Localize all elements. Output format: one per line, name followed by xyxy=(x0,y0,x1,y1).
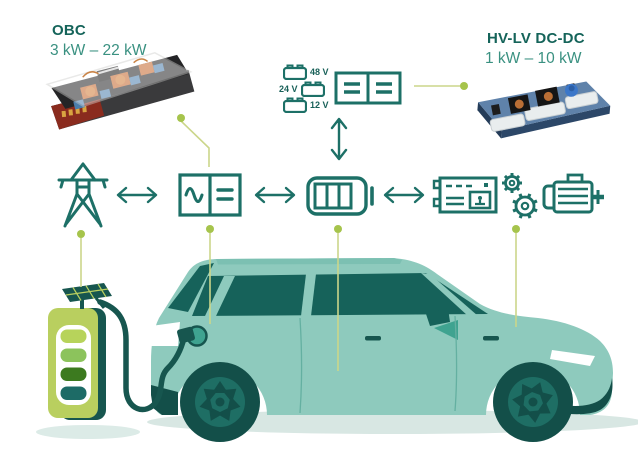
dcdc-title: HV-LV DC-DC xyxy=(487,30,585,47)
panel-arm xyxy=(94,297,106,309)
window-band xyxy=(192,273,488,316)
aux-battery-row-24v: 24 V xyxy=(279,81,325,97)
obc-dot xyxy=(177,114,185,122)
door-seam xyxy=(454,315,458,412)
obc-module-photo xyxy=(37,41,204,140)
small-battery-icon xyxy=(283,97,307,113)
lv-dc-dc-icon xyxy=(334,71,402,105)
b-pillar xyxy=(301,274,316,316)
aux-battery-row-12v: 12 V xyxy=(283,97,329,113)
charging-plug xyxy=(177,326,195,344)
grid-dot xyxy=(77,230,85,238)
mirror-base xyxy=(434,320,458,340)
voltage-label-12v: 12 V xyxy=(310,100,329,110)
station-screen xyxy=(56,325,91,405)
charging-cable xyxy=(97,299,187,413)
battery-dot xyxy=(334,225,342,233)
aux-battery-row-48v: 48 V xyxy=(283,64,329,80)
hv-battery-icon xyxy=(306,176,374,216)
station-shadow xyxy=(36,425,140,439)
charge-bar-3 xyxy=(60,367,87,381)
door-seam xyxy=(299,317,303,414)
gears-icon xyxy=(502,173,538,219)
dcdc-range: 1 kW – 10 kW xyxy=(485,50,582,67)
ac-dc-converter-icon xyxy=(178,173,242,217)
acdc-dot xyxy=(206,225,214,233)
bidirectional-arrow-icon xyxy=(383,186,425,204)
charge-bar-4 xyxy=(60,386,87,400)
rear-pillar-glass xyxy=(168,263,214,312)
obc-range: 3 kW – 22 kW xyxy=(50,42,147,59)
dcdc-dot xyxy=(460,82,468,90)
bidirectional-arrow-icon xyxy=(254,186,296,204)
bidirectional-arrow-icon xyxy=(116,186,158,204)
tail-light xyxy=(151,322,180,346)
inverter-pcb-icon xyxy=(432,176,498,214)
ev-car-illustration xyxy=(147,258,638,442)
bidirectional-vertical-arrow-icon xyxy=(330,117,348,161)
electric-motor-icon xyxy=(542,173,604,214)
obc-title: OBC xyxy=(52,22,86,39)
voltage-label-48v: 48 V xyxy=(310,67,329,77)
roof-shade xyxy=(216,258,402,265)
head-light xyxy=(550,350,595,366)
charging-station-illustration xyxy=(36,283,195,439)
a-pillar xyxy=(421,273,478,316)
side-mirror xyxy=(426,308,450,326)
charge-bar-2 xyxy=(60,348,87,362)
rear-wheel xyxy=(180,362,260,442)
c-pillar xyxy=(205,276,235,316)
obc-label-group: OBC 3 kW – 22 kW xyxy=(50,22,147,60)
door-handle xyxy=(365,336,381,341)
front-wheel xyxy=(493,362,573,442)
dcdc-label-group: HV-LV DC-DC 1 kW – 10 kW xyxy=(485,30,585,68)
small-battery-icon xyxy=(300,81,325,97)
dcdc-module-photo xyxy=(469,60,620,152)
solar-panel-grid xyxy=(65,283,109,301)
panel-stand xyxy=(80,299,84,309)
grid-pylon-icon xyxy=(57,162,109,228)
motor-dot xyxy=(512,225,520,233)
small-battery-icon xyxy=(283,64,307,80)
door-handle xyxy=(483,336,499,341)
charge-bar-1 xyxy=(60,329,87,343)
voltage-label-24v: 24 V xyxy=(279,84,298,94)
obc-connector-line xyxy=(180,120,210,167)
